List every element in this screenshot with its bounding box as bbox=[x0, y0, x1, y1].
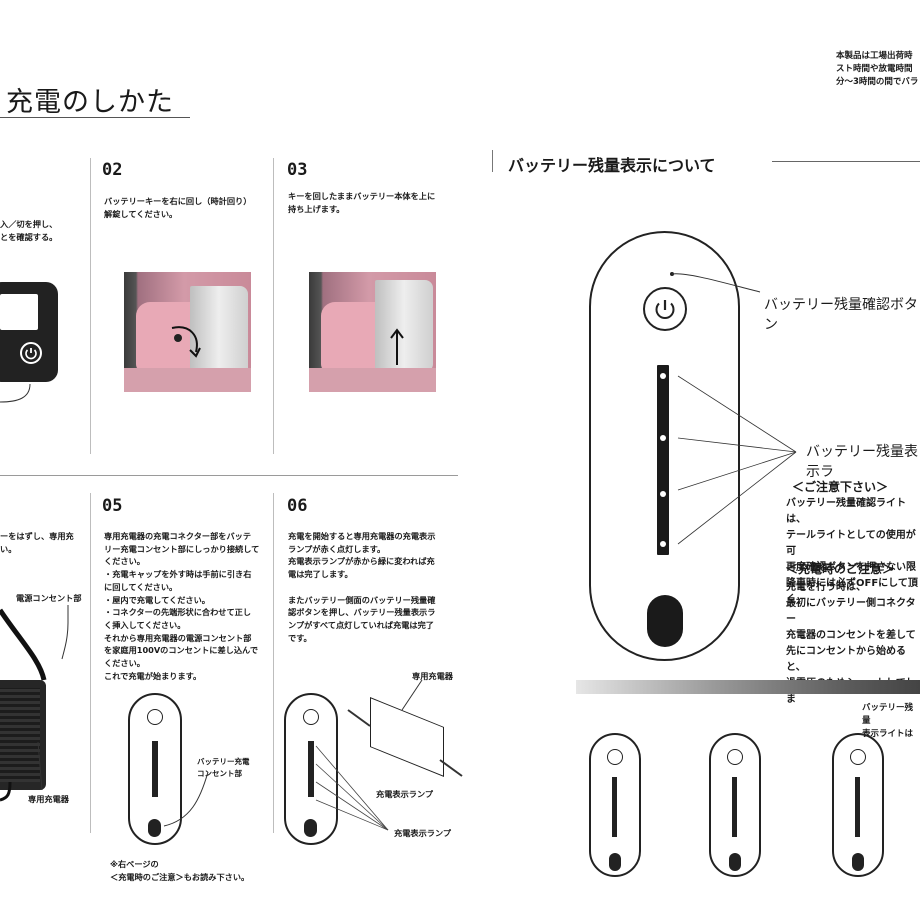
power-icon bbox=[147, 709, 163, 725]
label-battery-button: バッテリー残量確認ボタン bbox=[764, 297, 918, 333]
indicator-lamp bbox=[660, 541, 666, 547]
step03-number: 03 bbox=[287, 160, 308, 180]
mini-battery-2 bbox=[709, 733, 761, 877]
connector-port bbox=[304, 819, 317, 837]
step02-number: 02 bbox=[102, 160, 123, 180]
step05-text: 専用充電器の充電コネクター部をバッテ リー充電コンセント部にしっかり接続して く… bbox=[104, 531, 260, 681]
step04-text: ーをはずし、専用充 い。 bbox=[0, 531, 74, 554]
step05-battery bbox=[128, 693, 182, 845]
step06-number: 06 bbox=[287, 496, 308, 516]
indicator-strip bbox=[308, 741, 314, 797]
mini-battery-1 bbox=[589, 733, 641, 877]
connector-port bbox=[852, 853, 864, 871]
step06-label-lamp2: 充電表示ランプ bbox=[394, 828, 452, 838]
divider-v3 bbox=[90, 493, 91, 833]
step01-panel bbox=[0, 282, 58, 382]
power-button bbox=[643, 287, 687, 331]
power-icon bbox=[850, 749, 866, 765]
power-icon bbox=[607, 749, 623, 765]
panel-display bbox=[0, 294, 38, 330]
step06-label-lamp: 充電表示ランプ bbox=[376, 789, 434, 799]
battery-diagram bbox=[589, 231, 740, 661]
caution-title: ＜ご注意下さい＞ bbox=[792, 480, 889, 494]
top-note: 本製品は工場出荷時 スト時間や放電時間 分～3時間の間でバラ bbox=[836, 51, 919, 88]
power-icon bbox=[303, 709, 319, 725]
indicator-strip bbox=[732, 777, 737, 837]
indicator-strip bbox=[612, 777, 617, 837]
mini-battery-3 bbox=[832, 733, 884, 877]
indicator-strip bbox=[657, 365, 669, 555]
step01-text: 入／切を押し、 とを確認する。 bbox=[0, 219, 58, 242]
step06-label-charger: 専用充電器 bbox=[412, 671, 453, 681]
step06-text: 充電を開始すると専用充電器の充電表示 ランプが赤く点灯します。 充電表示ランプが… bbox=[288, 531, 436, 643]
connector-port bbox=[609, 853, 621, 871]
charge-title: ＜充電時のご注意＞ bbox=[786, 562, 895, 576]
gradient-label: バッテリー残量 表示ライトは bbox=[862, 703, 914, 740]
power-icon bbox=[727, 749, 743, 765]
caution-text: バッテリー残量確認ライトは、 テールライトとしての使用が可 再度確認ボタンを押さ… bbox=[786, 498, 918, 605]
step04-label-outlet: 電源コンセント部 bbox=[16, 593, 82, 603]
step02-text: バッテリーキーを右に回し（時計回り） 解錠してください。 bbox=[104, 196, 252, 219]
right-heading-line bbox=[772, 161, 920, 162]
divider-row bbox=[0, 475, 458, 476]
charger-image bbox=[0, 680, 46, 790]
right-heading: バッテリー残量表示について bbox=[508, 156, 716, 175]
divider-v1 bbox=[90, 158, 91, 454]
step05-label-port: バッテリー充電 コンセント部 bbox=[197, 757, 250, 778]
step02-photo bbox=[124, 272, 251, 392]
connector-port bbox=[647, 595, 683, 647]
power-icon bbox=[20, 342, 42, 364]
indicator-strip bbox=[855, 777, 860, 837]
step05-number: 05 bbox=[102, 496, 123, 516]
divider-v2 bbox=[273, 158, 274, 454]
page-title: 充電のしかた bbox=[6, 87, 174, 118]
divider-center bbox=[492, 150, 493, 172]
indicator-lamp bbox=[660, 435, 666, 441]
gradient-bar bbox=[576, 680, 920, 694]
step06-battery bbox=[284, 693, 338, 845]
indicator-lamp bbox=[660, 491, 666, 497]
label-battery-indicator: バッテリー残量表示ラ bbox=[806, 444, 918, 480]
step03-photo bbox=[309, 272, 436, 392]
indicator-lamp bbox=[660, 373, 666, 379]
step04-label-charger: 専用充電器 bbox=[28, 794, 69, 804]
title-underline bbox=[0, 117, 190, 118]
step05-footnote: ※右ページの ＜充電時のご注意＞もお読み下さい。 bbox=[110, 859, 250, 882]
connector-port bbox=[148, 819, 161, 837]
step03-text: キーを回したままバッテリー本体を上に 持ち上げます。 bbox=[288, 191, 436, 214]
connector-port bbox=[729, 853, 741, 871]
divider-v4 bbox=[273, 493, 274, 833]
indicator-strip bbox=[152, 741, 158, 797]
